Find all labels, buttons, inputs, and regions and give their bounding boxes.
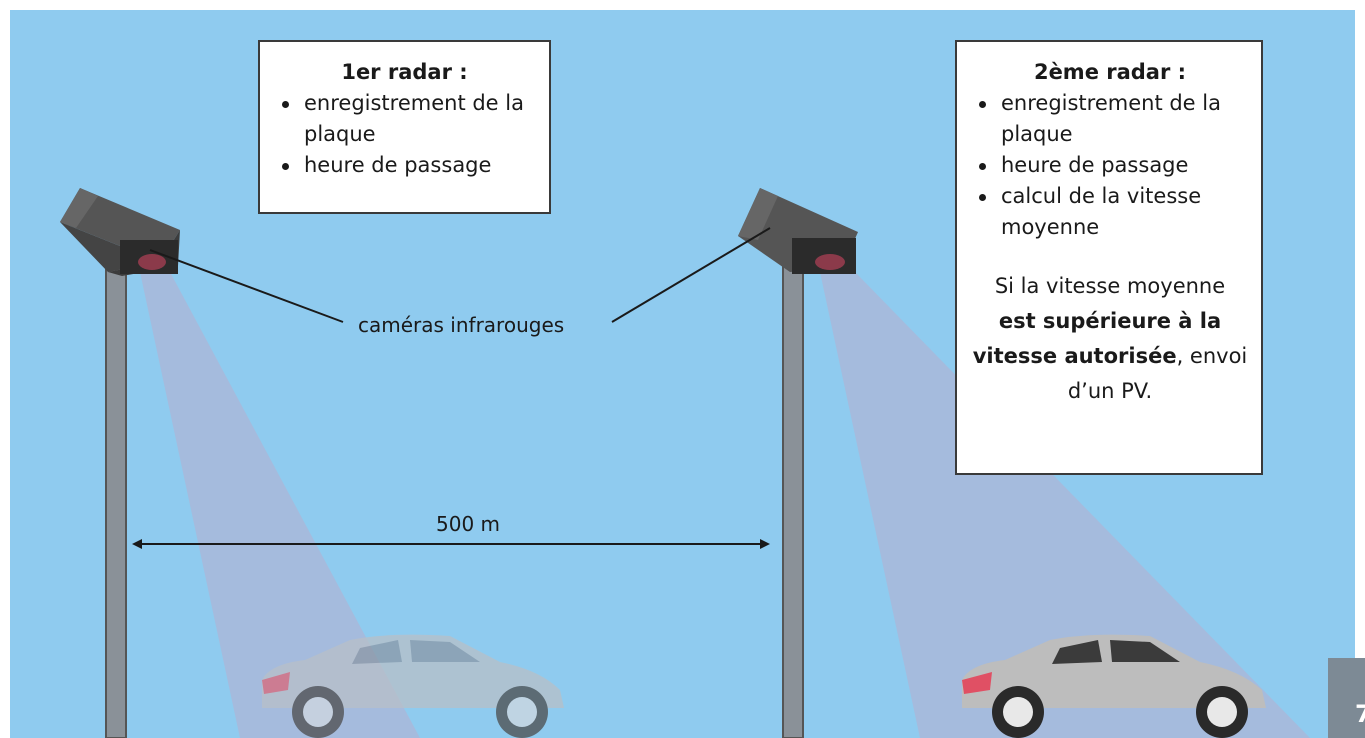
radar-2-item: enregistrement de la plaque <box>979 88 1249 150</box>
radar-2-info-box: 2ème radar : enregistrement de la plaque… <box>955 40 1263 475</box>
radar-1-list: enregistrement de la plaque heure de pas… <box>274 88 535 181</box>
car-2-icon <box>962 634 1266 738</box>
camera-1-icon <box>60 188 180 276</box>
camera-2-beam <box>820 272 1310 738</box>
radar-2-list: enregistrement de la plaque heure de pas… <box>971 88 1249 243</box>
page-badge-number: 7 <box>1355 700 1365 728</box>
radar-2-title: 2ème radar : <box>1033 60 1187 84</box>
radar-1-info-box: 1er radar : enregistrement de la plaque … <box>258 40 551 214</box>
radar-1-item: heure de passage <box>282 150 535 181</box>
camera-1-beam <box>140 272 420 738</box>
radar-2-note-bold: est supérieure à la vitesse autorisée <box>972 309 1222 368</box>
camera-2-leader-line <box>611 227 771 323</box>
radar-2-item: calcul de la vitesse moyenne <box>979 181 1249 243</box>
radar-2-note-end: , envoi d’un PV. <box>1067 344 1248 403</box>
radar-1-title: 1er radar : <box>341 60 468 84</box>
distance-arrow <box>132 539 770 549</box>
camera-1-leader-line <box>149 249 344 323</box>
car-1-icon <box>262 634 564 738</box>
pole-1 <box>105 261 127 738</box>
distance-label: 500 m <box>436 512 501 536</box>
radar-1-item: enregistrement de la plaque <box>282 88 535 150</box>
camera-2-icon <box>738 188 858 274</box>
radar-2-note: Si la vitesse moyenne est supérieure à la… <box>971 269 1249 409</box>
camera-label: caméras infrarouges <box>358 313 565 337</box>
radar-2-item: heure de passage <box>979 150 1249 181</box>
pole-2 <box>782 261 804 738</box>
page-badge <box>1328 658 1365 738</box>
radar-2-note-start: Si la vitesse moyenne <box>994 274 1226 298</box>
